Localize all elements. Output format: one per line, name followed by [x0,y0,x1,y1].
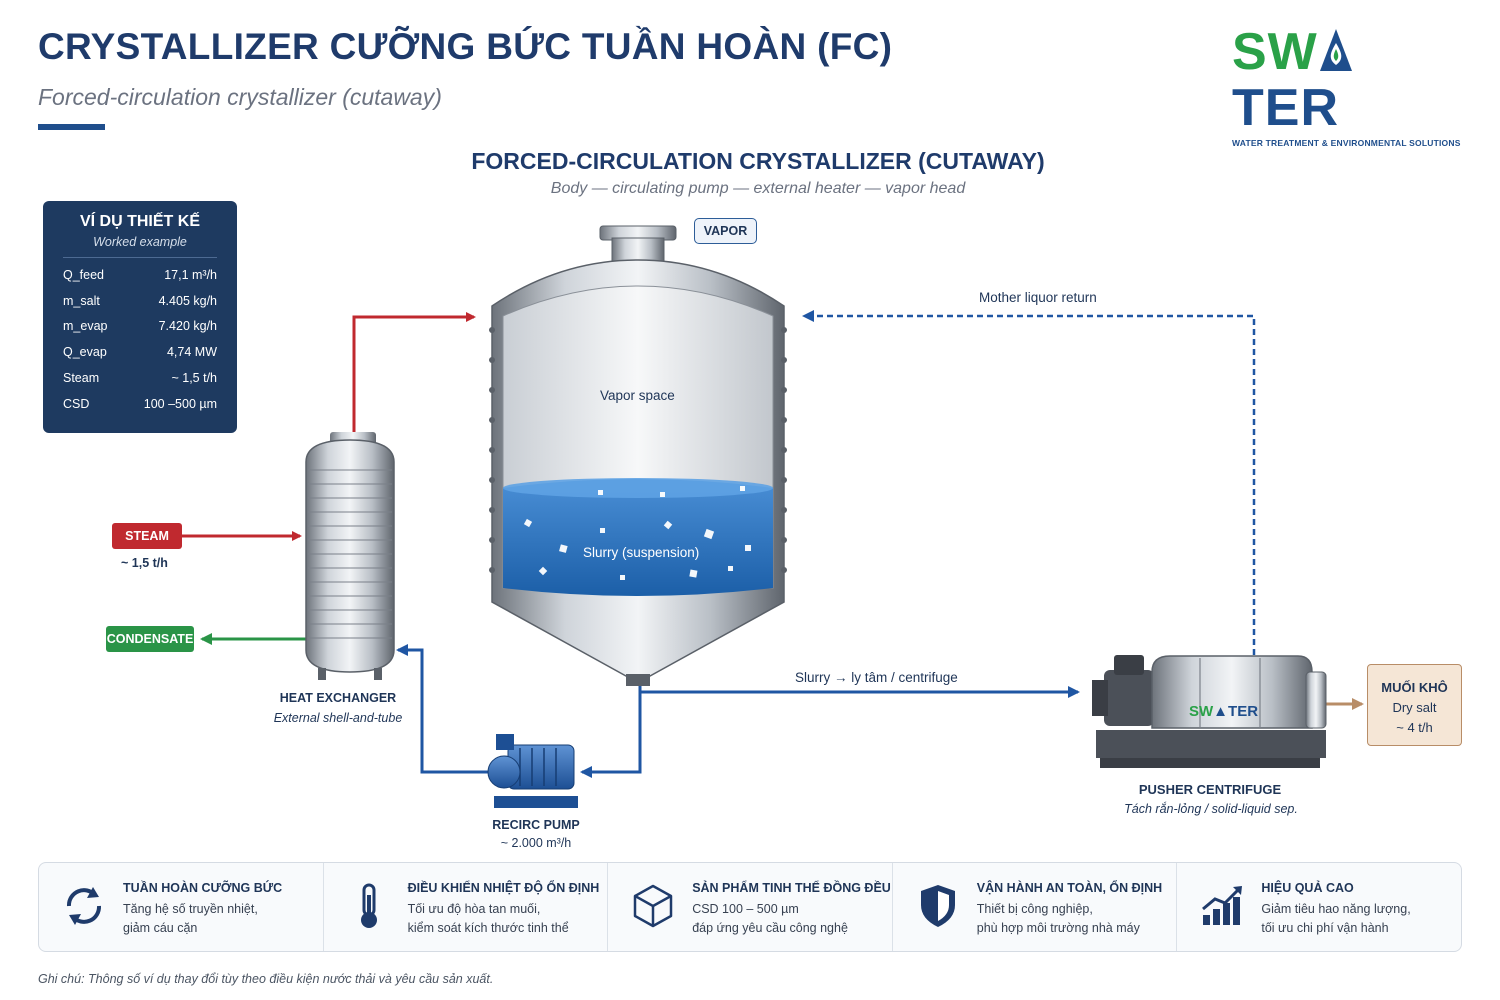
hot-return-pipe [354,317,474,438]
condensate-tag: CONDENSATE [106,626,194,652]
feature-item: SẢN PHẨM TINH THỂ ĐỒNG ĐỀU CSD 100 – 500… [608,863,893,951]
feature-strip: TUẦN HOÀN CƯỠNG BỨC Tăng hệ số truyền nh… [38,862,1462,952]
recirc-pump-label: RECIRC PUMP [466,818,606,832]
recirc-pump-rate: ~ 2.000 m³/h [466,836,606,850]
vapor-space-label: Vapor space [600,388,675,403]
crystallizer-vessel [489,226,787,686]
feature-item: VẬN HÀNH AN TOÀN, ỔN ĐỊNH Thiết bị công … [893,863,1178,951]
dry-salt-box: MUỐI KHÔ Dry salt ~ 4 t/h [1367,664,1462,746]
heat-exchanger-desc: External shell-and-tube [248,711,428,725]
centrifuge-desc: Tách rắn-lỏng / solid-liquid sep. [1095,802,1327,816]
heat-exchanger [306,432,394,680]
vapor-tag: VAPOR [694,218,757,244]
heat-exchanger-label: HEAT EXCHANGER [258,691,418,705]
steam-rate: ~ 1,5 t/h [121,556,168,570]
steam-tag: STEAM [112,523,182,549]
circulation-icon [59,881,109,931]
footnote: Ghi chú: Thông số ví dụ thay đổi tùy the… [38,972,493,986]
thermometer-icon [344,881,394,931]
growth-chart-icon [1197,881,1247,931]
crystal-cube-icon [628,881,678,931]
mother-liquor-label: Mother liquor return [979,290,1097,305]
recirc-pump [488,734,578,808]
mother-liquor-pipe [804,316,1254,655]
slurry-label: Slurry (suspension) [583,545,699,560]
slurry-out-label: Slurry → ly tâm / centrifuge [795,670,958,685]
feature-item: TUẦN HOÀN CƯỠNG BỨC Tăng hệ số truyền nh… [39,863,324,951]
feature-item: ĐIỀU KHIỂN NHIỆT ĐỘ ỔN ĐỊNH Tối ưu độ hò… [324,863,609,951]
centrifuge-brand: SW▲TER [1189,703,1258,720]
centrifuge-label: PUSHER CENTRIFUGE [1110,782,1310,797]
shield-icon [913,881,963,931]
feature-item: HIỆU QUẢ CAO Giảm tiêu hao năng lượng,tố… [1177,863,1461,951]
